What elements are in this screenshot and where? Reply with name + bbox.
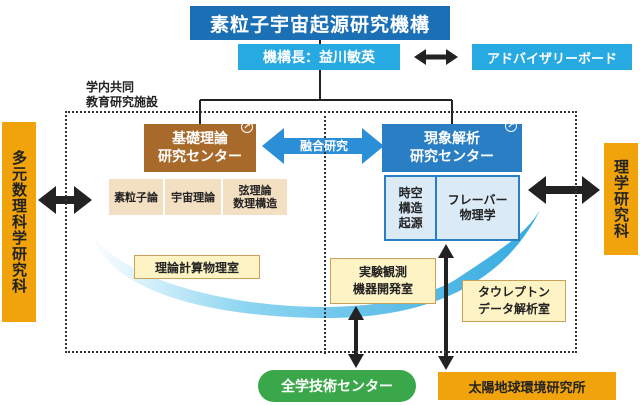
phenomena-center-box[interactable]: 現象解析 研究センター — [382, 124, 522, 172]
advisory-board-box: アドバイザリーボード — [472, 44, 632, 70]
fusion-arrow — [262, 128, 384, 164]
right-partner-box: 理学研究科 — [604, 143, 638, 255]
theory-center-box[interactable]: 基礎理論 研究センター — [144, 124, 256, 172]
center-divider — [324, 111, 326, 354]
theory-field-cell: 素粒子論 — [108, 178, 165, 216]
tau-lepton-lab: タウレプトン データ解析室 — [462, 280, 566, 322]
phenomena-fields: 時空 構造 起源 フレーバー 物理学 — [384, 175, 520, 241]
tech-arrow — [348, 306, 364, 368]
fusion-label: 融合研究 — [299, 138, 348, 153]
phenomena-field-cell: 時空 構造 起源 — [386, 177, 438, 239]
organization-title: 素粒子宇宙起源研究機構 — [190, 6, 450, 40]
theory-field-cell: 宇宙理論 — [164, 178, 223, 216]
facility-boundary — [65, 111, 577, 353]
director-box: 機構長：益川敏英 — [238, 44, 400, 70]
external-link-icon[interactable]: ↗ — [505, 120, 517, 132]
left-partner-box: 多元数理科学研究科 — [2, 122, 36, 322]
facility-label: 学内共同 教育研究施設 — [86, 80, 159, 109]
advisory-arrow — [414, 49, 458, 65]
experiment-devices-lab: 実験観測 機器開発室 — [330, 258, 436, 304]
theory-field-cell: 弦理論 数理構造 — [222, 178, 288, 216]
tech-center-box: 全学技術センター — [258, 370, 416, 402]
solar-arrow — [438, 244, 454, 370]
phenomena-field-cell: フレーバー 物理学 — [437, 177, 518, 239]
right-partner-arrow — [528, 176, 600, 204]
solar-institute-box: 太陽地球環境研究所 — [438, 372, 616, 400]
external-link-icon[interactable]: ↗ — [241, 121, 253, 133]
theory-computing-lab: 理論計算物理室 — [134, 255, 260, 279]
theory-fields: 素粒子論 宇宙理論 弦理論 数理構造 — [108, 178, 288, 216]
